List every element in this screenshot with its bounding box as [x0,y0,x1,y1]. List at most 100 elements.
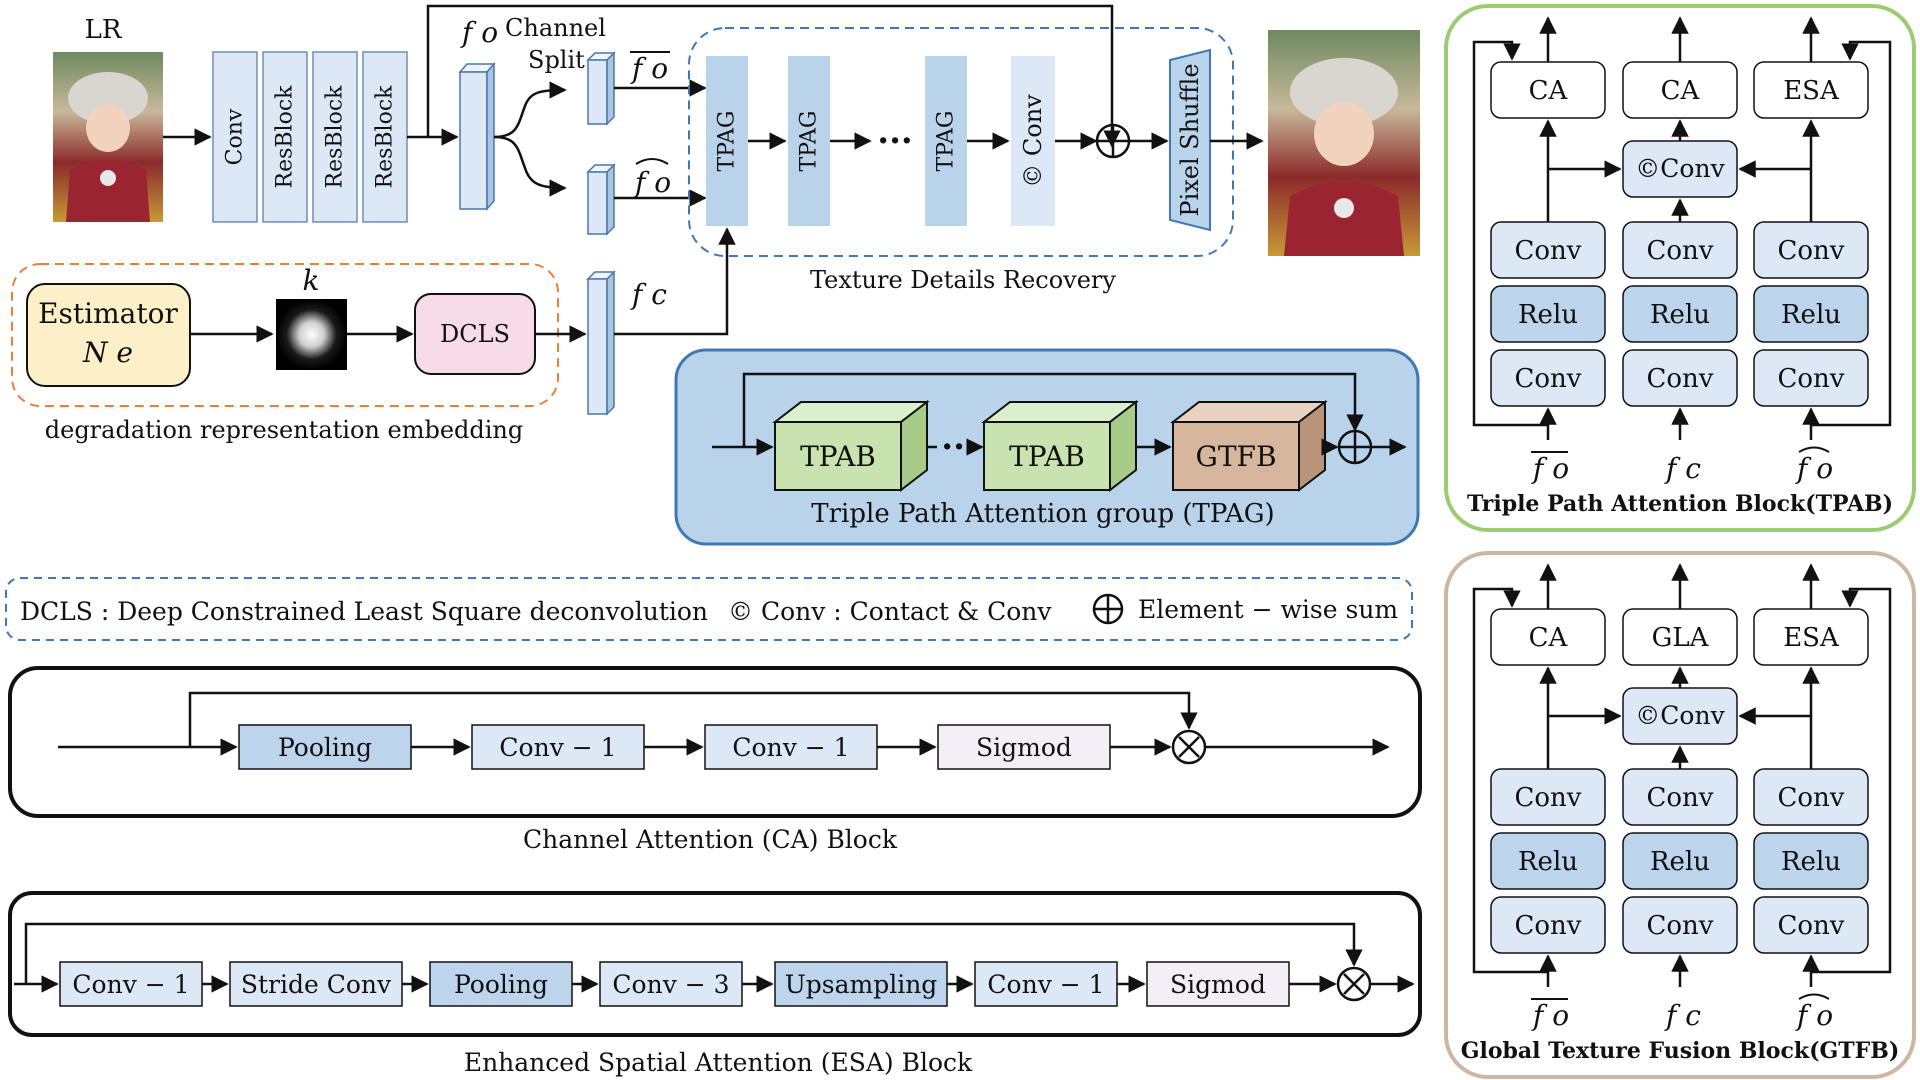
legend: DCLS : Deep Constrained Least Square dec… [5,577,1413,641]
split-arrow-up [493,81,567,139]
gtfb-col1-relu-box [1490,832,1606,890]
blur-kernel-image [276,299,347,370]
esa-upsampling-label: Upsampling [785,970,938,999]
tpab-block-1 [772,399,930,493]
tpag-box-3 [925,56,967,226]
encoder-resblock-label: ResBlock [373,85,398,189]
fc-label: f c [630,278,667,311]
tpab-input-fo-hat: f o [1795,452,1833,485]
ca-block-frame [8,666,1422,818]
esa-conv1b-label: Conv − 1 [987,970,1104,999]
tpab-col3-conv-label: Conv [1778,236,1845,266]
gtfb-col3-conv-label: Conv [1778,783,1845,813]
gtfb-col3-conv2-label: Conv [1778,911,1845,941]
esa-conv3-label: Conv − 3 [612,970,729,999]
ca-block: Pooling Conv − 1 Conv − 1 Sigmod Channel… [8,666,1422,854]
tpab-frame [1444,4,1916,532]
fo-bar-label: f o [630,52,668,85]
esa-sigmod-label: Sigmod [1170,970,1266,999]
encoder-resblock-box [312,51,358,223]
gtfb-col1-conv2-box [1490,896,1606,954]
split-label: Split [528,46,585,74]
gtfb-fo-hat-accent [1798,993,1830,1000]
tpab-col1-relu-label: Relu [1518,300,1578,330]
tpab-head-label-1: CA [1529,76,1569,106]
ca-conv1-label: Conv − 1 [499,733,616,762]
tpag-box-1 [706,56,748,226]
gtfb-col2-relu-box [1622,832,1738,890]
gtfb-connectors [1472,563,1892,987]
lr-image [53,52,163,222]
gtfb-col1-conv2-label: Conv [1515,911,1582,941]
gtfb-frame [1444,551,1916,1079]
cconv-label: © Conv [1019,94,1047,188]
esa-pooling-box [429,961,573,1007]
tpag-box-2 [788,56,830,226]
esa-stride-conv-box [229,961,403,1007]
gtfb-detail-block: CA Conv Relu Conv GLA ©Conv Conv Relu Co… [1444,551,1916,1079]
ca-pooling-box [238,724,412,770]
tpab-input-fo-bar: f o [1531,452,1569,485]
encoder-resblock-label: ResBlock [323,85,348,189]
pixel-shuffle-box [1169,48,1211,232]
tpab-dots: ··· [941,427,977,467]
tpab-col2-conv2-box [1622,349,1738,407]
legend-cconv: © Conv : Contact & Conv [728,597,1052,626]
tpab-caption: Triple Path Attention Block(TPAB) [1467,491,1893,517]
gtfb-input-fo-hat: f o [1795,999,1833,1032]
gtfb-input-fo-bar: f o [1531,999,1569,1032]
ca-pooling-label: Pooling [278,733,372,762]
tpag-label-2: TPAG [797,111,822,172]
legend-sum-icon [1092,593,1124,625]
ca-multiply-icon [1171,729,1207,765]
gtfb-head-label-2: GLA [1652,623,1710,653]
gtfb-cconv-label: ©Conv [1635,701,1725,730]
sr-output-image [1268,30,1420,256]
feature-bar-fo-hat [586,163,616,236]
feature-bar-fo [458,62,496,211]
tpag-caption: Triple Path Attention group (TPAG) [811,499,1274,529]
gtfb-caption: Global Texture Fusion Block(GTFB) [1461,1038,1900,1064]
global-skip-connection [426,4,1121,148]
fo-hat-label: f o [633,166,671,199]
esa-block: Conv − 1 Stride Conv Pooling Conv − 3 Up… [8,891,1422,1077]
tpab-col1-conv-label: Conv [1515,236,1582,266]
esa-conv1b-box [974,961,1118,1007]
esa-block-frame [8,891,1422,1037]
esa-conv1-box [59,961,203,1007]
tpab-head-label-2: CA [1661,76,1701,106]
tpab-col3-conv2-label: Conv [1778,364,1845,394]
tpab-block-2 [981,399,1139,493]
gtfb-head-label-3: ESA [1783,623,1840,653]
gtfb-col2-conv2-box [1622,896,1738,954]
esa-conv3-box [599,961,743,1007]
ne-label: N e [82,336,133,369]
dre-caption: degradation representation embedding [45,416,524,444]
tpab-col2-relu-label: Relu [1650,300,1710,330]
tpab-detail-block: CA Conv Relu Conv CA ©Conv Conv Relu Con… [1444,4,1916,532]
ca-conv2-label: Conv − 1 [732,733,849,762]
ca-sigmod-label: Sigmod [976,733,1072,762]
esa-stride-conv-label: Stride Conv [241,970,392,999]
gtfb-input-fc: f c [1664,999,1701,1032]
feature-bar-fc [586,270,616,416]
ca-sigmod-box [937,724,1111,770]
panel-skip-connection [742,372,1364,447]
gtfb-col3-relu-label: Relu [1781,847,1841,877]
tpag-dots: ··· [877,121,913,161]
ca-caption: Channel Attention (CA) Block [523,825,898,854]
feature-bar-fo-bar [586,51,616,126]
encoder-conv-box [212,51,258,223]
gtfb-col2-conv2-label: Conv [1647,911,1714,941]
panel-sum-icon [1337,429,1373,465]
encoder-stack: Conv ResBlock ResBlock ResBlock [212,51,408,223]
tpab-col2-conv-label: Conv [1647,236,1714,266]
tpag-label-3: TPAG [934,111,959,172]
tpab-cconv-label: ©Conv [1635,154,1725,183]
gtfb-label: GTFB [1195,440,1276,473]
fo-hat-accent [635,158,669,165]
top-pipeline: LR Conv ResBlock ResBlock ResBlock f o [11,4,1420,444]
tpab-input-fc: f c [1664,452,1701,485]
tpab-col2-conv2-label: Conv [1647,364,1714,394]
